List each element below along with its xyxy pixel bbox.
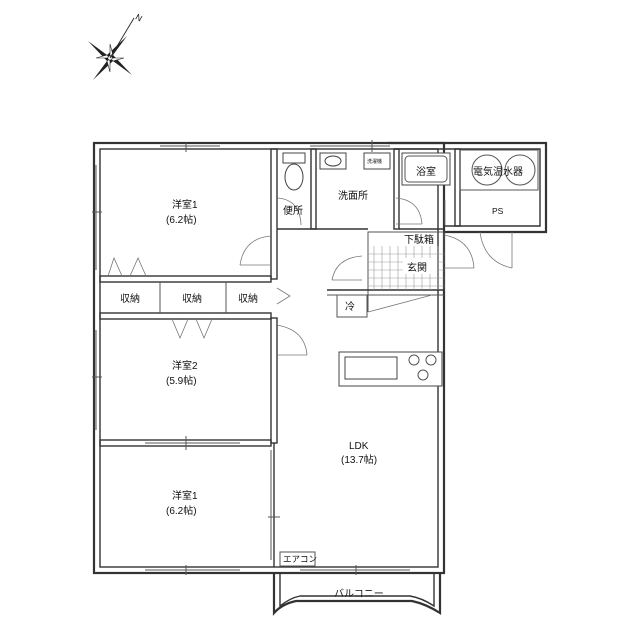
room-labels: 洋室1 (6.2帖) 洋室2 (5.9帖) 洋室1 (6.2帖) LDK (13… [120, 158, 523, 600]
entrance-tiles [368, 246, 444, 290]
room-label-balcony: バルコニー [334, 588, 384, 600]
label-aircon: エアコン [283, 554, 317, 564]
label-pipe-space: PS [492, 206, 504, 216]
windows [95, 145, 410, 571]
room-size-western-bottom: (6.2帖) [166, 504, 197, 517]
label-shoe-cabinet: 下駄箱 [404, 233, 434, 246]
room-size-ldk: (13.7帖) [341, 453, 377, 466]
room-label-ldk: LDK [349, 441, 369, 452]
label-fridge: 冷 [345, 300, 355, 313]
compass-rose-icon [88, 17, 135, 80]
room-label-toilet: 便所 [283, 204, 303, 217]
room-label-western-bottom: 洋室1 [172, 489, 198, 502]
room-label-western-top: 洋室1 [172, 198, 198, 211]
room-label-entrance: 玄関 [407, 261, 427, 274]
room-label-bathroom: 浴室 [416, 165, 436, 178]
label-closet-3: 収納 [238, 292, 258, 305]
room-size-western-mid: (5.9帖) [166, 374, 197, 387]
label-closet-2: 収納 [182, 292, 202, 305]
room-label-washroom: 洗面所 [338, 190, 368, 202]
label-closet-1: 収納 [120, 292, 140, 305]
interior-walls [99, 148, 461, 567]
room-label-western-mid: 洋室2 [172, 359, 198, 372]
doors [92, 140, 513, 575]
room-size-western-top: (6.2帖) [166, 213, 197, 226]
fixtures [279, 149, 539, 567]
label-water-heater: 電気温水器 [473, 165, 523, 178]
label-washer: 洗濯機 [367, 158, 382, 165]
compass-north-label: N [134, 12, 144, 24]
outer-walls [92, 141, 548, 616]
